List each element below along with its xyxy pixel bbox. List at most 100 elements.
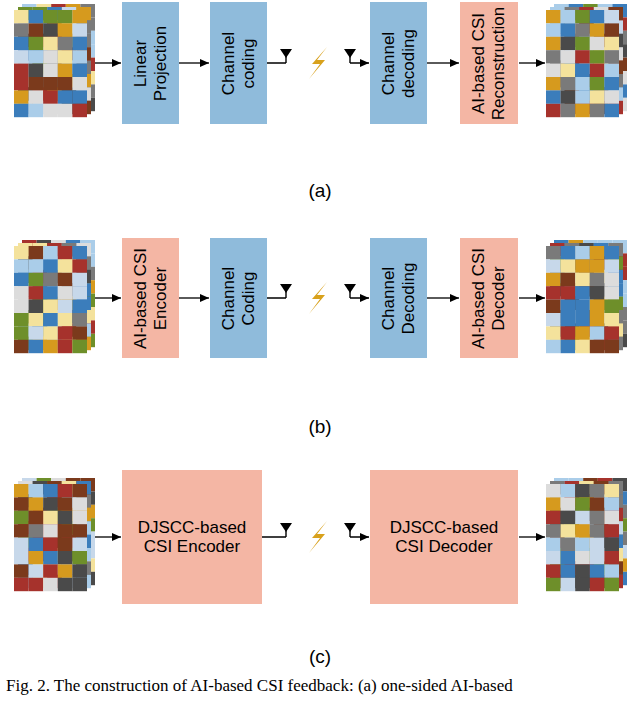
- matrix-cell: [14, 259, 29, 272]
- antenna-head: [344, 284, 356, 293]
- matrix-cell: [561, 578, 576, 591]
- matrix-cell: [590, 484, 605, 497]
- matrix-cell: [546, 300, 561, 313]
- matrix-cell: [29, 37, 44, 50]
- matrix-cell: [14, 273, 29, 286]
- matrix-cell: [72, 64, 87, 77]
- matrix-cell: [29, 286, 44, 299]
- matrix-cell: [14, 578, 29, 591]
- matrix-cell: [590, 10, 605, 23]
- antenna-head: [344, 523, 356, 532]
- matrix-cell: [58, 340, 73, 353]
- matrix-cell: [43, 10, 58, 23]
- matrix-cell: [561, 538, 576, 551]
- matrix-cell: [29, 90, 44, 103]
- matrix-cell: [14, 551, 29, 564]
- matrix-cell: [575, 524, 590, 537]
- matrix-cell: [604, 104, 619, 117]
- csi-matrix: [546, 4, 627, 117]
- matrix-cell: [43, 497, 58, 510]
- matrix-cell: [575, 64, 590, 77]
- matrix-cell: [575, 90, 590, 103]
- matrix-cell: [546, 313, 561, 326]
- matrix-cell: [546, 551, 561, 564]
- matrix-cell: [43, 326, 58, 339]
- input-arrow: [95, 297, 121, 298]
- matrix-cell: [29, 326, 44, 339]
- matrix-cell: [43, 286, 58, 299]
- matrix-cell: [58, 497, 73, 510]
- subfigure-label: (a): [308, 180, 331, 202]
- matrix-cell: [72, 538, 87, 551]
- process-box: Linear Projection: [122, 2, 179, 124]
- antenna-symbol: [344, 523, 356, 537]
- matrix-cell: [546, 326, 561, 339]
- matrix-cell: [58, 50, 73, 63]
- box-label: Channel Decoding: [379, 241, 418, 355]
- matrix-cell: [575, 564, 590, 577]
- input-arrow: [95, 62, 121, 63]
- matrix-cell: [575, 300, 590, 313]
- process-box: AI-based CSI Reconstruction: [460, 2, 518, 124]
- matrix-cell: [546, 259, 561, 272]
- matrix-cell: [58, 273, 73, 286]
- matrix-cell: [58, 23, 73, 36]
- matrix-cell: [604, 564, 619, 577]
- matrix-cell: [58, 64, 73, 77]
- matrix-cell: [72, 246, 87, 259]
- matrix-cell: [590, 300, 605, 313]
- matrix-cell: [590, 37, 605, 50]
- matrix-cell: [575, 286, 590, 299]
- matrix-cell: [43, 104, 58, 117]
- matrix-cell: [29, 104, 44, 117]
- matrix-cell: [561, 23, 576, 36]
- matrix-cell: [72, 104, 87, 117]
- matrix-cell: [546, 484, 561, 497]
- matrix-cell: [561, 340, 576, 353]
- antenna-symbol: [280, 49, 292, 63]
- matrix-cell: [575, 511, 590, 524]
- matrix-cell: [29, 551, 44, 564]
- matrix-cell: [29, 578, 44, 591]
- antenna-symbol: [280, 523, 292, 537]
- matrix-cell: [561, 286, 576, 299]
- antenna-symbol: [344, 49, 356, 63]
- matrix-cell: [14, 340, 29, 353]
- box-label: AI-based CSI Encoder: [131, 241, 170, 355]
- matrix-cell: [14, 497, 29, 510]
- matrix-cell: [575, 77, 590, 90]
- matrix-cell: [590, 538, 605, 551]
- matrix-cell: [29, 484, 44, 497]
- matrix-cell: [604, 77, 619, 90]
- matrix-cell: [72, 273, 87, 286]
- matrix-cell: [561, 246, 576, 259]
- matrix-cell: [561, 104, 576, 117]
- matrix-cell: [58, 484, 73, 497]
- csi-matrix: [14, 240, 95, 353]
- matrix-cell: [575, 10, 590, 23]
- matrix-cell: [72, 564, 87, 577]
- matrix-cell: [29, 340, 44, 353]
- matrix-cell: [14, 64, 29, 77]
- matrix-cell: [72, 23, 87, 36]
- matrix-cell: [546, 23, 561, 36]
- matrix-cell: [575, 326, 590, 339]
- matrix-cell: [575, 578, 590, 591]
- matrix-cell: [561, 273, 576, 286]
- flow-arrow: [179, 62, 209, 63]
- input-arrow: [95, 536, 121, 537]
- matrix-cell: [604, 511, 619, 524]
- matrix-cell: [43, 37, 58, 50]
- matrix-cell: [604, 578, 619, 591]
- matrix-cell: [561, 497, 576, 510]
- matrix-cell: [72, 578, 87, 591]
- matrix-cell: [72, 326, 87, 339]
- matrix-cell: [575, 50, 590, 63]
- matrix-cell: [575, 538, 590, 551]
- matrix-cell: [590, 551, 605, 564]
- matrix-cell: [72, 524, 87, 537]
- subfigure-label: (c): [309, 646, 331, 668]
- matrix-arrows: [95, 63, 545, 537]
- matrix-cell: [58, 551, 73, 564]
